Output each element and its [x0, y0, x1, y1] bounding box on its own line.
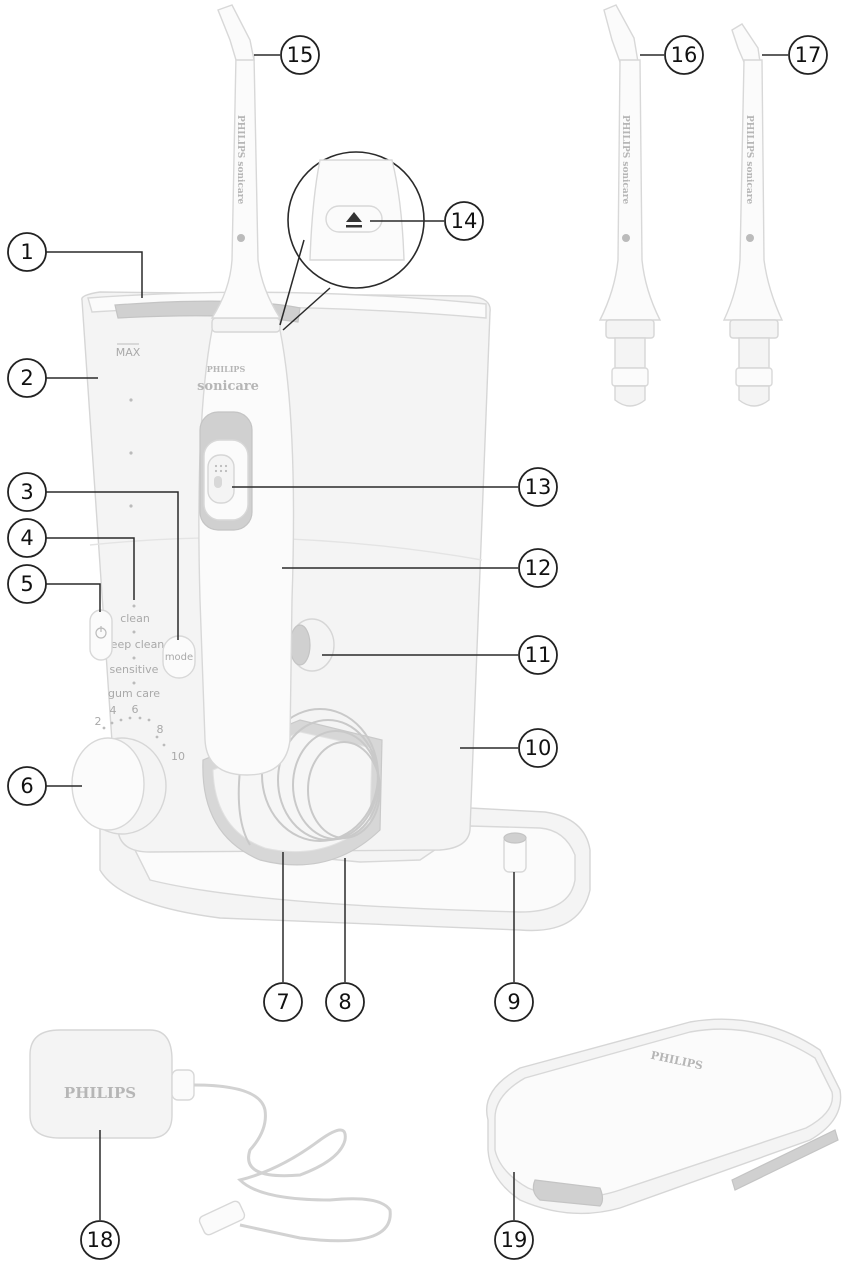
attached-nozzle-brand: PHILIPS sonicare [235, 115, 245, 205]
handle-power-button [207, 454, 235, 504]
spare-nozzle-16-brand: PHILIPS sonicare [620, 115, 630, 205]
svg-text:18: 18 [87, 1228, 114, 1252]
coiled-hose [237, 708, 381, 846]
mode-label-sensitive: sensitive [110, 663, 159, 676]
callout-9: 9 [494, 982, 534, 1022]
svg-text:9: 9 [507, 990, 520, 1014]
callout-6: 6 [7, 766, 47, 806]
svg-text:17: 17 [795, 43, 822, 67]
leader-lines [46, 54, 788, 1220]
svg-text:14: 14 [451, 209, 478, 233]
callout-3: 3 [7, 472, 47, 512]
svg-text:10: 10 [525, 736, 552, 760]
spare-nozzle-standard [722, 23, 784, 407]
zoom-inset [279, 151, 425, 331]
callout-2: 2 [7, 358, 47, 398]
attached-nozzle [210, 4, 282, 319]
power-button [89, 609, 113, 661]
mode-indicator-dots [132, 604, 136, 685]
svg-text:19: 19 [501, 1228, 528, 1252]
callout-8: 8 [325, 982, 365, 1022]
callout-11: 11 [518, 635, 558, 675]
handle-brand: PHILIPS [207, 364, 246, 374]
callout-16: 16 [664, 35, 704, 75]
callout-18: 18 [80, 1220, 120, 1260]
charger-post [503, 832, 527, 873]
callout-15: 15 [280, 35, 320, 75]
scale-4: 4 [110, 704, 117, 717]
svg-text:13: 13 [525, 475, 552, 499]
handle-holder [289, 618, 335, 672]
callout-14: 14 [444, 201, 484, 241]
svg-text:2: 2 [20, 366, 33, 390]
fill-level-dots [129, 398, 133, 508]
scale-10: 10 [171, 750, 185, 763]
svg-text:15: 15 [287, 43, 314, 67]
spare-nozzle-quad-stream [598, 4, 662, 407]
svg-text:12: 12 [525, 556, 552, 580]
callout-13: 13 [518, 467, 558, 507]
adapter-brand: PHILIPS [64, 1084, 136, 1102]
svg-text:11: 11 [525, 643, 552, 667]
callout-7: 7 [263, 982, 303, 1022]
travel-case [486, 1018, 842, 1215]
svg-text:3: 3 [20, 480, 33, 504]
callout-4: 4 [7, 518, 47, 558]
svg-text:6: 6 [20, 774, 33, 798]
pressure-scale: 2 4 6 8 10 [95, 703, 186, 763]
mode-button: mode [162, 635, 196, 679]
max-fill-label: MAX [116, 346, 141, 359]
svg-text:5: 5 [20, 572, 33, 596]
svg-text:1: 1 [20, 240, 33, 264]
scale-2: 2 [95, 715, 102, 728]
callout-19: 19 [494, 1220, 534, 1260]
scale-8: 8 [157, 723, 164, 736]
svg-text:7: 7 [276, 990, 289, 1014]
mode-label-deep-clean: deep clean [104, 638, 165, 651]
handle-brand-sub: sonicare [197, 379, 259, 394]
mode-label-gum-care: gum care [108, 687, 160, 700]
power-adapter [29, 1029, 392, 1243]
pressure-dial [71, 737, 167, 835]
svg-text:16: 16 [671, 43, 698, 67]
callout-5: 5 [7, 564, 47, 604]
svg-text:4: 4 [20, 526, 33, 550]
spare-nozzle-17-brand: PHILIPS sonicare [744, 115, 754, 205]
callout-1: 1 [7, 232, 47, 272]
mode-button-label: mode [165, 652, 193, 663]
mode-label-clean: clean [120, 612, 150, 625]
svg-text:8: 8 [338, 990, 351, 1014]
callout-17: 17 [788, 35, 828, 75]
callout-12: 12 [518, 548, 558, 588]
callout-10: 10 [518, 728, 558, 768]
scale-6: 6 [132, 703, 139, 716]
